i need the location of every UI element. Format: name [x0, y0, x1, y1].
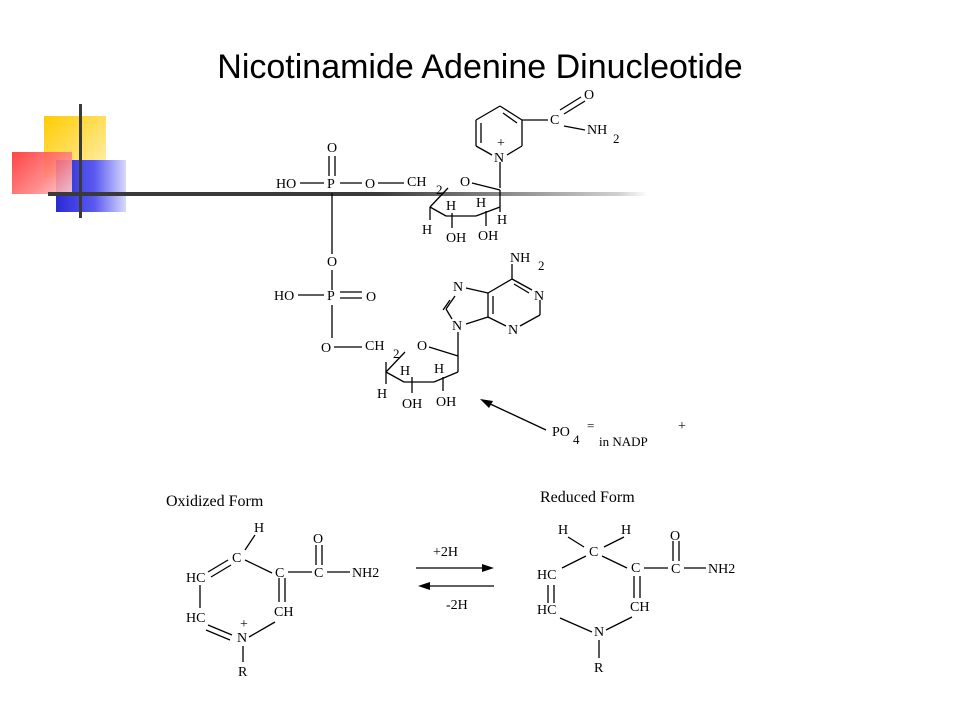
deco-horizontal-line — [48, 192, 648, 196]
lower-ribose-oh1: OH — [402, 397, 422, 412]
po4-in-nadp: in NADP — [599, 434, 648, 449]
upper-phosphate-oxygen-top: O — [327, 141, 337, 156]
upper-ribose-oxygen: O — [460, 175, 470, 190]
upper-phosphate-ester-oxygen: O — [365, 177, 375, 192]
adenine-n7: N — [453, 280, 463, 295]
ox-top-h: H — [254, 521, 264, 536]
upper-phosphorus: P — [327, 177, 335, 192]
bridge-oxygen: O — [327, 255, 337, 270]
amide-nh: NH — [587, 123, 607, 138]
adenine-n1: N — [534, 289, 544, 304]
lower-ribose-h3: H — [434, 362, 444, 377]
lower-ribose-oh2: OH — [436, 395, 456, 410]
ox-c3: C — [275, 566, 284, 581]
ox-r: R — [238, 665, 248, 680]
amide-oxygen: O — [584, 88, 594, 103]
upper-ch2: CH — [407, 175, 426, 190]
red-c4: C — [589, 545, 598, 560]
red-ch2: CH — [630, 600, 649, 615]
upper-ribose-h2: H — [446, 199, 456, 214]
reduced-form-label: Reduced Form — [540, 489, 635, 506]
amide-nh-sub: 2 — [613, 131, 620, 146]
red-amide-o: O — [670, 529, 680, 544]
red-n1: N — [594, 625, 604, 640]
oxidized-form-label: Oxidized Form — [166, 493, 264, 510]
po4-arrowhead — [480, 399, 493, 408]
ox-ch2: CH — [274, 605, 293, 620]
upper-ribose-h4: H — [497, 213, 507, 228]
red-hc6: HC — [537, 603, 556, 618]
po4-nadp-charge: + — [678, 419, 686, 434]
lower-ch2: CH — [365, 339, 384, 354]
upper-ribose-oh1: OH — [446, 231, 466, 246]
ox-amide-o: O — [313, 532, 323, 547]
reverse-arrowhead — [418, 582, 430, 590]
upper-phosphate: O HO P O CH 2 — [276, 141, 443, 254]
adenine-amine-sub: 2 — [538, 258, 545, 273]
lower-phosphate-ho: HO — [274, 289, 294, 304]
upper-ribose-h1: H — [422, 223, 432, 238]
reduced-form: Reduced Form H H C HC HC N R CH C C O NH… — [537, 489, 735, 676]
upper-ribose: O H H H H OH OH — [422, 175, 507, 246]
adenine-ring: N N N N NH 2 — [442, 251, 545, 340]
lower-phosphate-ester-oxygen: O — [321, 341, 331, 356]
po4-charge: = — [587, 418, 594, 433]
lower-ribose-h1: H — [377, 387, 387, 402]
lower-phosphorus: P — [327, 289, 335, 304]
upper-ch2-sub: 2 — [436, 182, 443, 197]
plus-2h-label: +2H — [433, 545, 458, 560]
red-hc5: HC — [537, 568, 556, 583]
ox-n1: N — [237, 631, 247, 646]
oxidized-form: Oxidized Form H C HC HC N + R CH C C O N… — [166, 493, 379, 680]
ox-hc6: HC — [186, 611, 205, 626]
ox-amide-nh2: NH2 — [352, 566, 379, 581]
red-c3: C — [631, 561, 640, 576]
upper-ribose-h3: H — [476, 196, 486, 211]
lower-ch2-sub: 2 — [393, 346, 400, 361]
adenine-amine: NH — [510, 251, 530, 266]
ox-amide-c: C — [314, 566, 323, 581]
lower-phosphate: O HO P O O CH 2 — [274, 255, 400, 361]
amide-carbon: C — [550, 113, 559, 128]
minus-2h-label: -2H — [446, 598, 468, 613]
red-amide-c: C — [671, 562, 680, 577]
ox-n-charge: + — [240, 617, 248, 632]
nicotinamide-ring: N + C O NH 2 — [475, 88, 620, 188]
red-amide-nh2: NH2 — [708, 562, 735, 577]
red-h-left: H — [558, 523, 568, 538]
equilibrium-arrows: +2H -2H — [416, 545, 494, 613]
upper-ribose-oh2: OH — [478, 229, 498, 244]
red-h-right: H — [621, 523, 631, 538]
adenine-n9: N — [452, 319, 462, 334]
forward-arrowhead — [482, 564, 494, 572]
nicotinamide-nitrogen: N — [494, 151, 504, 166]
deco-vertical-line — [79, 104, 82, 218]
upper-phosphate-ho: HO — [276, 177, 296, 192]
po4-subscript: 4 — [573, 432, 580, 447]
po4-label: PO — [552, 425, 570, 440]
lower-phosphate-oxygen: O — [366, 290, 376, 305]
po4-annotation: PO 4 = in NADP + — [480, 399, 686, 449]
adenine-n3: N — [508, 323, 518, 338]
ox-c4: C — [232, 551, 241, 566]
lower-ribose-h2: H — [400, 364, 410, 379]
lower-ribose: O H H H OH OH — [377, 339, 459, 412]
ox-hc5: HC — [186, 571, 205, 586]
page-title: Nicotinamide Adenine Dinucleotide — [217, 48, 743, 86]
nicotinamide-charge: + — [497, 136, 505, 151]
red-r: R — [594, 661, 604, 676]
lower-ribose-oxygen: O — [417, 339, 427, 354]
deco-red-square — [12, 152, 72, 194]
